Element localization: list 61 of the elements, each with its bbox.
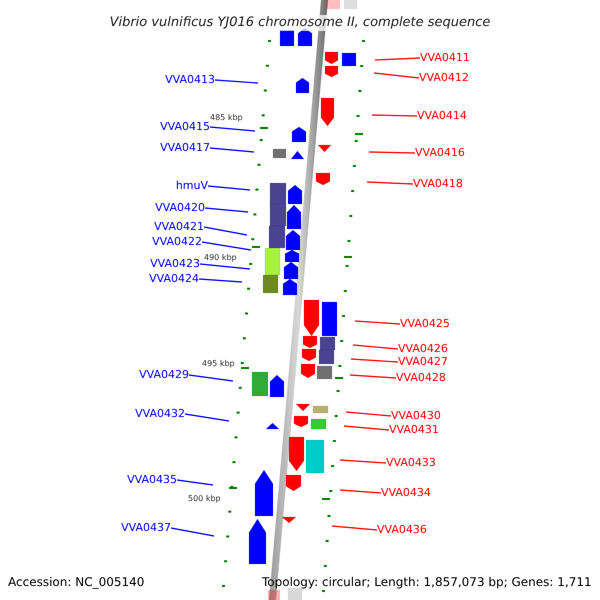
gene-label: VVA0425 [400,317,450,330]
leader-line [350,358,398,363]
leader-line [176,479,214,486]
gene-label: VVA0415 [160,120,210,133]
leader-line [200,263,250,270]
leader-line [208,185,250,191]
footer-text: Accession: NC_005140 [8,575,144,589]
leader-line [184,413,230,422]
leader-line [214,79,258,84]
gene-label: VVA0414 [417,109,467,122]
leader-line [374,72,420,79]
gene-label: VVA0427 [398,355,448,368]
leader-line [366,181,414,185]
gene-label: VVA0428 [396,371,446,384]
leader-line [188,374,234,382]
gene-label: hmuV [176,179,208,192]
gene-label: VVA0412 [419,71,469,84]
gene-label: VVA0426 [398,342,448,355]
scale-label: 490 kbp [204,254,237,262]
leader-line [210,126,256,132]
gene-label: VVA0411 [420,51,470,64]
leader-line [346,411,392,417]
title: Vibrio vulnificus YJ016 chromosome II, complete sequence [110,15,490,31]
gene-label: VVA0431 [389,423,439,436]
gene-label: VVA0421 [154,220,204,233]
gene-label: VVA0424 [149,272,199,285]
gene-label: VVA0418 [413,177,463,190]
scale-label: 495 kbp [202,360,235,368]
footer-text: Topology: circular; Length: 1,857,073 bp; Genes: 1,711 [262,575,592,589]
gene-label: VVA0437 [121,521,171,534]
leader-line [198,278,242,283]
gene-label: VVA0435 [127,473,177,486]
leader-line [170,527,214,537]
leader-line [340,489,382,494]
gene-label: VVA0416 [415,146,465,159]
leader-line [352,344,398,350]
gene-label: VVA0430 [391,409,441,422]
leader-line [202,241,252,251]
gene-label: VVA0436 [377,523,427,536]
gene-label: VVA0432 [135,407,185,420]
leader-line [350,374,396,379]
gene-label: VVA0429 [139,368,189,381]
leader-line [340,459,386,464]
gene-label: VVA0423 [150,257,200,270]
gene-label: VVA0420 [155,201,205,214]
scale-label: 485 kbp [210,114,243,122]
gene-label: VVA0417 [160,141,210,154]
leader-line [332,525,378,531]
leader-line [368,151,416,154]
leader-line [204,226,248,236]
leader-line [354,320,400,325]
gene-label: VVA0422 [152,235,202,248]
leader-line [374,57,420,61]
leader-line [210,147,254,153]
scale-label: 500 kbp [188,495,221,503]
leader-line [344,425,390,431]
leader-line [204,207,248,213]
gene-label: VVA0433 [386,456,436,469]
leader-line [372,114,418,117]
gene-label: VVA0413 [165,73,215,86]
gene-label: VVA0434 [381,486,431,499]
